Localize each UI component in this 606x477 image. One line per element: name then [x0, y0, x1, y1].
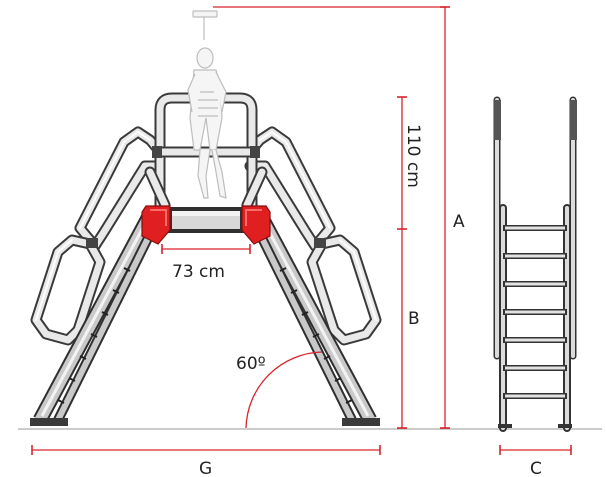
a-label: A	[453, 212, 465, 232]
person-silhouette	[187, 10, 227, 199]
ladder-front-view	[30, 10, 382, 426]
height-110-label: 110 cm	[403, 124, 423, 188]
left-lower-handrail	[30, 234, 106, 346]
red-bracket-left	[141, 205, 171, 245]
hinge-plates	[86, 146, 326, 248]
a-dimension	[213, 6, 450, 429]
right-leg	[249, 214, 377, 424]
right-upper-handrail	[244, 126, 336, 252]
left-upper-handrail	[74, 126, 166, 252]
right-foot-pad	[342, 418, 380, 426]
left-foot-pad	[30, 418, 68, 426]
c-dimension	[499, 445, 572, 455]
red-bracket-right	[241, 205, 271, 245]
left-leg	[33, 214, 161, 424]
g-dimension	[31, 445, 381, 455]
ladder-side-view	[493, 96, 577, 432]
angle-label: 60º	[236, 354, 266, 374]
angle-arc	[245, 351, 323, 429]
b-label: B	[408, 309, 420, 329]
b-dimension	[397, 96, 407, 429]
right-lower-handrail	[306, 234, 382, 346]
c-label: C	[530, 459, 542, 477]
width-73-dimension	[161, 244, 251, 254]
width-73-label: 73 cm	[172, 262, 225, 282]
g-label: G	[199, 459, 212, 477]
